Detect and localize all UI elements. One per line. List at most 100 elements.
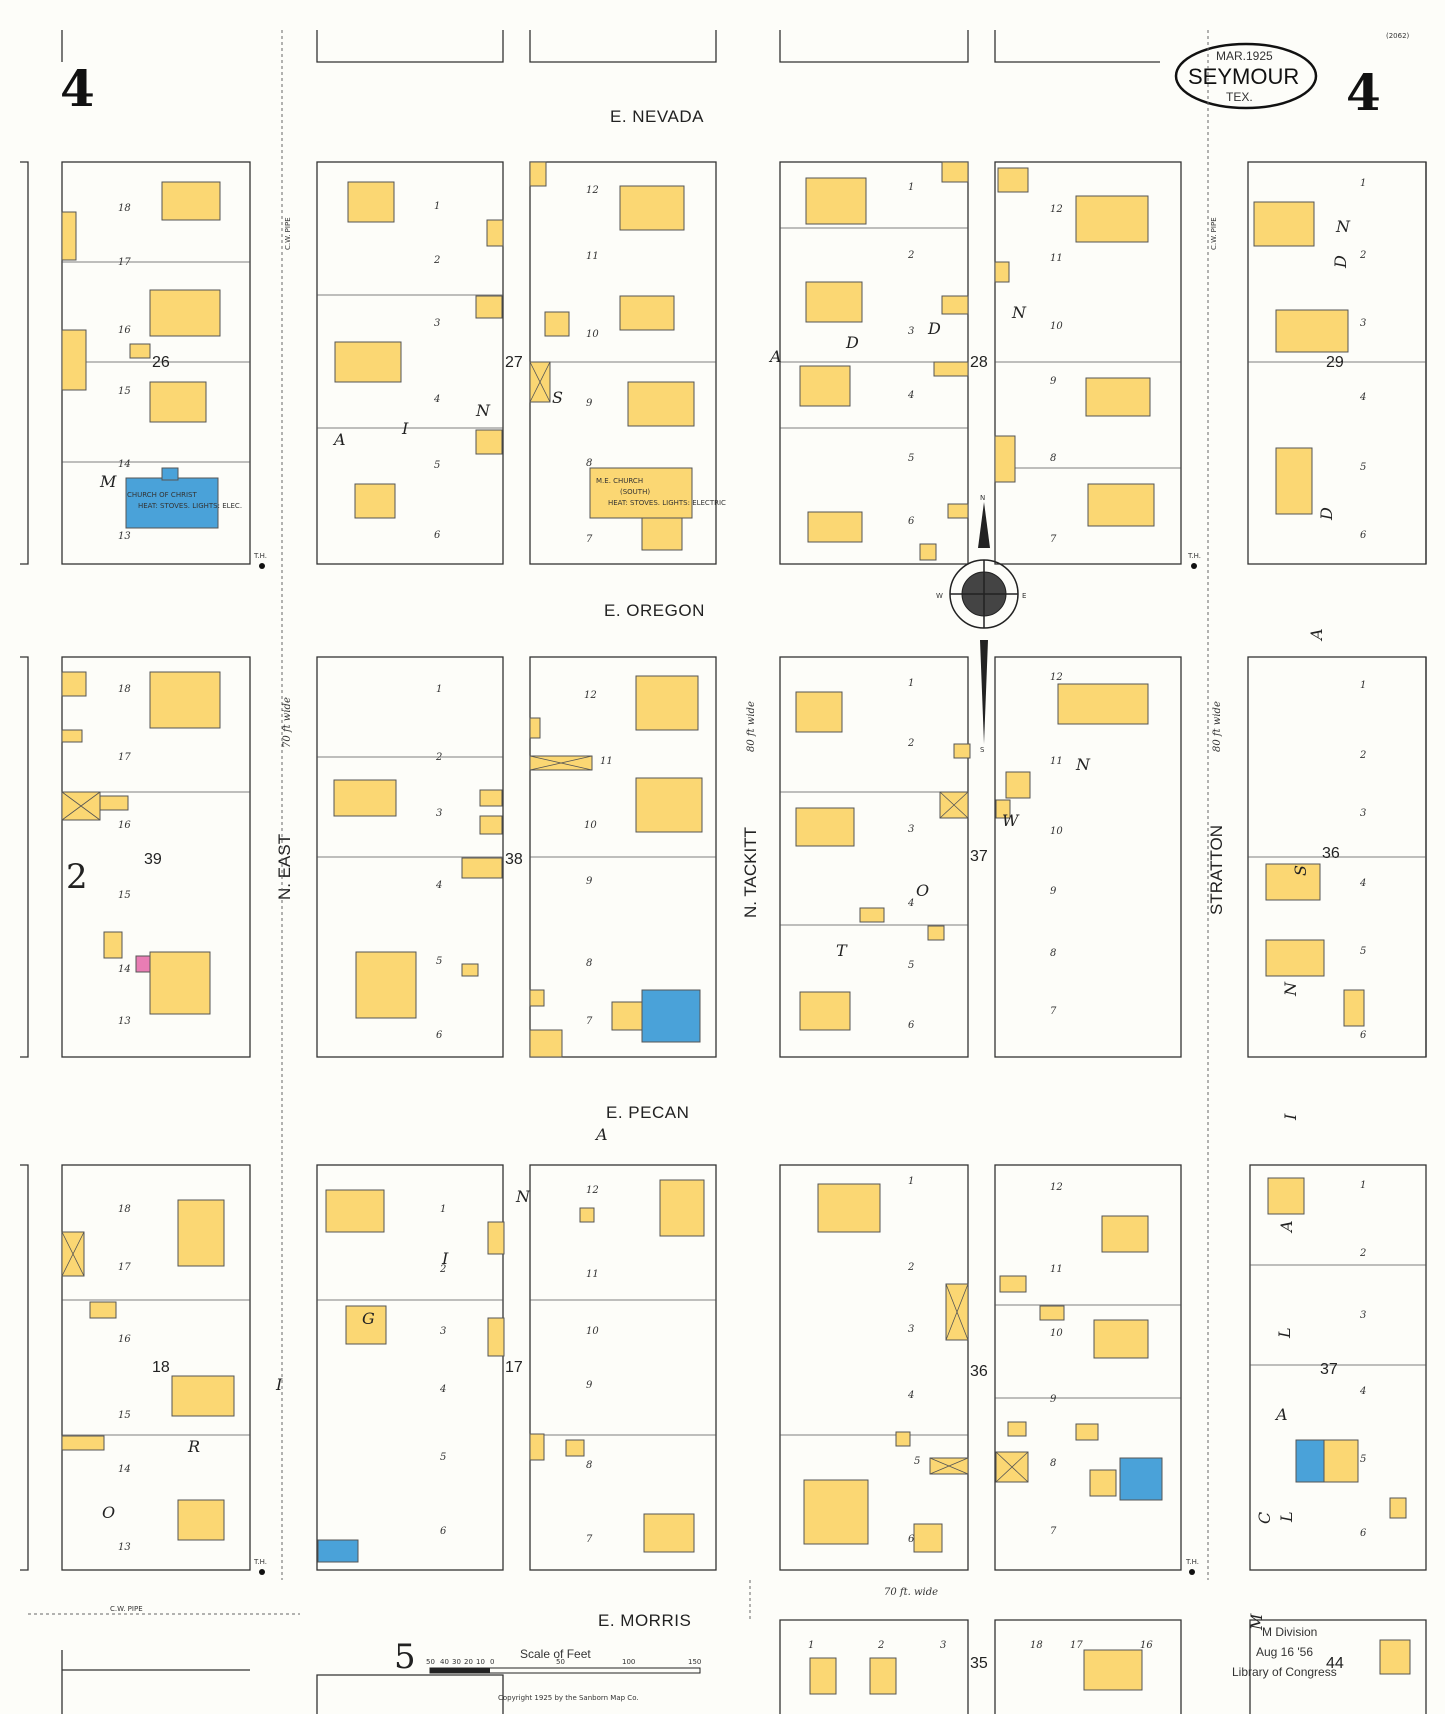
stamp-line: M Division bbox=[1262, 1625, 1317, 1639]
width-e-morris: 70 ft. wide bbox=[884, 1587, 938, 1598]
svg-text:5: 5 bbox=[908, 453, 914, 464]
me-church: M.E. CHURCH (SOUTH) HEAT: STOVES. LIGHTS… bbox=[596, 477, 726, 507]
me-church-annex bbox=[641, 517, 683, 551]
svg-text:15: 15 bbox=[118, 1410, 131, 1421]
svg-text:11: 11 bbox=[586, 251, 599, 262]
svg-text:3: 3 bbox=[940, 1640, 946, 1651]
block-number: 28 bbox=[970, 354, 988, 371]
svg-text:1: 1 bbox=[808, 1640, 814, 1651]
svg-text:12: 12 bbox=[586, 1185, 599, 1196]
scale-title: Scale of Feet bbox=[520, 1647, 591, 1661]
svg-text:11: 11 bbox=[1050, 756, 1063, 767]
street-e-nevada: E. NEVADA bbox=[610, 107, 704, 126]
svg-text:4: 4 bbox=[433, 394, 440, 405]
svg-text:4: 4 bbox=[907, 898, 914, 909]
outbuilding bbox=[475, 429, 503, 455]
block-number: 26 bbox=[152, 354, 170, 371]
outbuilding bbox=[529, 989, 545, 1007]
outbuilding bbox=[947, 503, 969, 519]
svg-text:4: 4 bbox=[907, 1390, 914, 1401]
outbuilding bbox=[61, 729, 83, 743]
svg-text:11: 11 bbox=[1050, 1264, 1063, 1275]
street-e-pecan: E. PECAN bbox=[606, 1103, 689, 1122]
auto-garage bbox=[529, 161, 547, 187]
outbuilding bbox=[475, 295, 503, 319]
dwelling bbox=[817, 1183, 881, 1233]
dwelling bbox=[1075, 195, 1149, 243]
svg-text:1: 1 bbox=[440, 1204, 446, 1215]
dwelling bbox=[635, 777, 703, 833]
outbuilding bbox=[486, 219, 504, 247]
dwelling bbox=[635, 675, 699, 731]
dwelling bbox=[643, 1513, 695, 1553]
block-number: 37 bbox=[1320, 1361, 1338, 1378]
svg-text:5: 5 bbox=[1360, 946, 1366, 957]
compass-w: W bbox=[936, 592, 943, 600]
width-stratton: 80 ft wide bbox=[1212, 701, 1223, 752]
dwelling bbox=[345, 1305, 387, 1345]
dwelling bbox=[1093, 1319, 1149, 1359]
svg-text:5: 5 bbox=[914, 1456, 920, 1467]
district-letter: A bbox=[1277, 1220, 1296, 1234]
svg-text:2: 2 bbox=[907, 738, 914, 749]
svg-text:12: 12 bbox=[1050, 672, 1063, 683]
svg-text:3: 3 bbox=[1360, 1310, 1366, 1321]
district-letter: G bbox=[362, 1309, 375, 1328]
dwelling bbox=[795, 807, 855, 847]
dwelling bbox=[1323, 1439, 1359, 1483]
library-stamp: M Division Aug 16 '56 Library of Congres… bbox=[1232, 1625, 1337, 1679]
block-bottom-4 bbox=[1249, 1619, 1427, 1714]
auto-garage bbox=[994, 435, 1016, 483]
svg-text:11: 11 bbox=[600, 756, 613, 767]
district-letter: L bbox=[1277, 1511, 1296, 1523]
svg-text:7: 7 bbox=[586, 1016, 593, 1027]
svg-text:9: 9 bbox=[586, 1380, 593, 1391]
svg-text:16: 16 bbox=[118, 820, 131, 831]
district-letter: N bbox=[515, 1187, 531, 1206]
dwelling bbox=[659, 1179, 705, 1237]
hydrant-label: T.H. bbox=[253, 1558, 267, 1566]
block-17-west bbox=[316, 1164, 504, 1571]
church-of-christ-note: HEAT: STOVES. LIGHTS: ELEC. bbox=[138, 502, 242, 510]
block-numbers: 26 27 28 29 39 38 37 36 18 17 36 37 35 4… bbox=[144, 354, 1344, 1672]
dwelling bbox=[807, 511, 863, 543]
district-letter: L bbox=[1275, 1327, 1294, 1339]
dwelling bbox=[347, 181, 395, 223]
svg-text:9: 9 bbox=[1050, 1394, 1057, 1405]
copyright: Copyright 1925 by the Sanborn Map Co. bbox=[498, 1694, 639, 1702]
stone-building bbox=[317, 1539, 359, 1563]
dwelling bbox=[161, 181, 221, 221]
block-number: 39 bbox=[144, 851, 162, 868]
lot-lines bbox=[62, 227, 1426, 1436]
dwelling bbox=[1083, 1649, 1143, 1691]
block-bottom-2 bbox=[779, 1619, 969, 1714]
svg-text:13: 13 bbox=[118, 1542, 131, 1553]
auto-garage bbox=[997, 167, 1029, 193]
svg-text:17: 17 bbox=[118, 752, 131, 763]
svg-text:9: 9 bbox=[586, 876, 593, 887]
svg-text:15: 15 bbox=[118, 890, 131, 901]
district-letter: A bbox=[768, 347, 782, 366]
scale-tick: 20 bbox=[464, 1658, 473, 1666]
district-letter: I bbox=[275, 1375, 283, 1394]
scale-tick: 150 bbox=[688, 1658, 701, 1666]
svg-text:10: 10 bbox=[584, 820, 597, 831]
compass-s: S bbox=[980, 746, 985, 754]
church-steeple bbox=[161, 467, 179, 481]
sheet-number-right: 4 bbox=[1346, 63, 1381, 122]
city-badge: MAR.1925 SEYMOUR TEX. bbox=[1174, 42, 1318, 110]
svg-text:5: 5 bbox=[908, 960, 914, 971]
svg-text:17: 17 bbox=[118, 257, 131, 268]
dwelling bbox=[149, 951, 211, 1015]
svg-text:12: 12 bbox=[1050, 204, 1063, 215]
outbuilding bbox=[61, 211, 77, 261]
auto-garage bbox=[1039, 1305, 1065, 1321]
auto-garage bbox=[544, 311, 570, 337]
auto-garage bbox=[941, 161, 969, 183]
district-letter: N bbox=[1335, 217, 1351, 236]
dwelling bbox=[809, 1657, 837, 1695]
outbuilding bbox=[933, 361, 969, 377]
hydrant-label: T.H. bbox=[253, 552, 267, 560]
dwelling bbox=[149, 671, 221, 729]
svg-text:12: 12 bbox=[1050, 1182, 1063, 1193]
